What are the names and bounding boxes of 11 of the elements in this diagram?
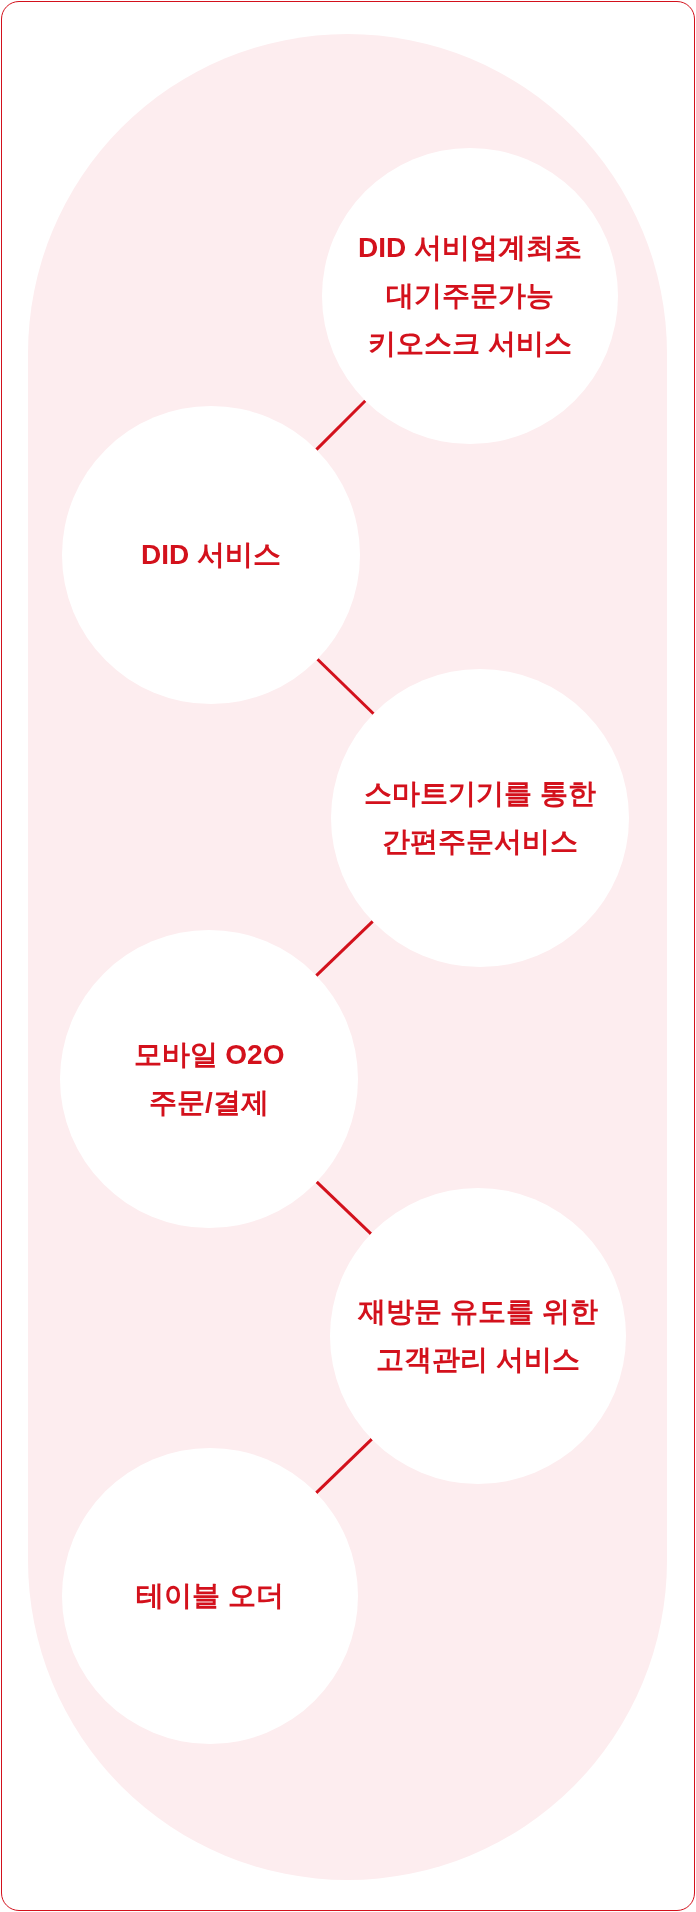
- connector-line: [315, 920, 374, 977]
- service-label: 테이블 오더: [136, 1579, 284, 1613]
- service-label: DID 서비스: [141, 538, 281, 572]
- connector-line: [315, 399, 367, 451]
- connector-line: [316, 658, 375, 715]
- service-label: DID 서비업계최초 대기주문가능 키오스크 서비스: [357, 231, 583, 361]
- service-label: 재방문 유도를 위한 고객관리 서비스: [357, 1295, 599, 1377]
- connector-line: [315, 1438, 373, 1494]
- connector-line: [315, 1180, 373, 1235]
- service-label: 모바일 O2O 주문/결제: [132, 1038, 286, 1120]
- service-label: 스마트기기를 통한 간편주문서비스: [363, 777, 597, 859]
